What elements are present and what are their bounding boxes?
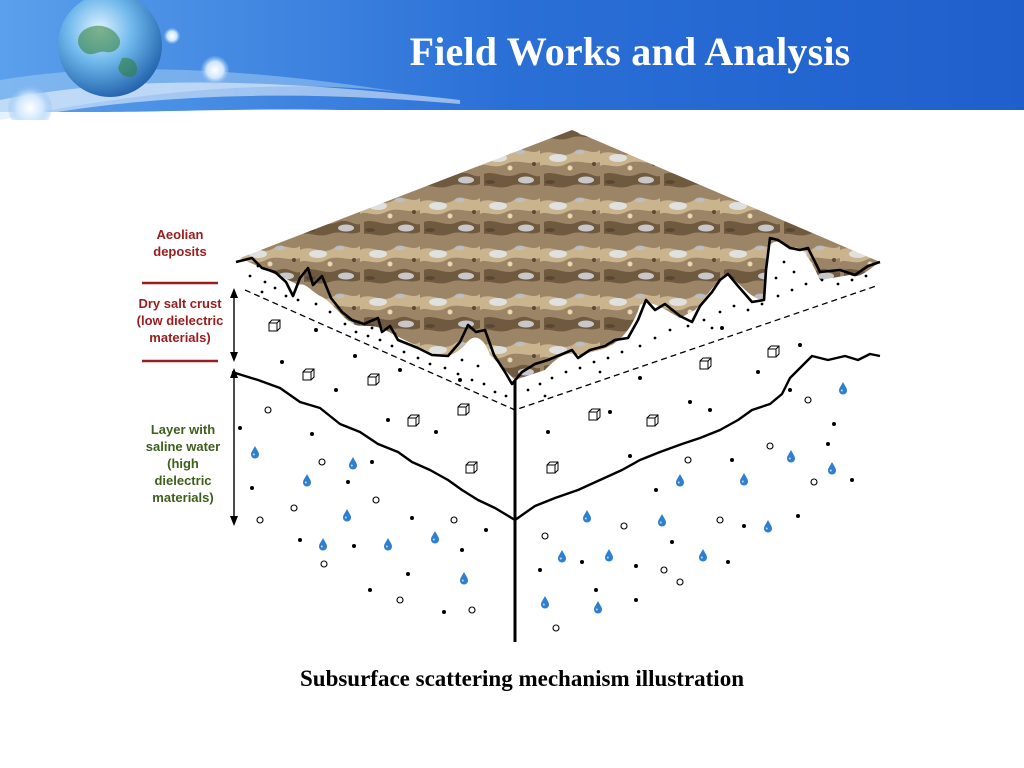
- saline-water-boundary: [231, 352, 881, 522]
- saline-thickness-arrow: [230, 368, 238, 526]
- saline-water-drops: [251, 382, 847, 614]
- layer-label-aeolian: Aeolian deposits: [153, 227, 207, 259]
- saline-layer-dots: [238, 388, 854, 614]
- globe-continents: [78, 25, 138, 77]
- orb-icon: [201, 56, 229, 84]
- slide-header-banner: [0, 0, 1024, 120]
- crust-thickness-arrow: [230, 288, 238, 362]
- orb-icon: [8, 86, 52, 120]
- figure-caption: Subsurface scattering mechanism illustra…: [299, 666, 744, 691]
- salt-crust-particles: [280, 326, 802, 434]
- aeolian-deposit-dots: [248, 260, 868, 398]
- saline-layer-bubbles: [256, 396, 818, 632]
- layer-label-saline-water: Layer with saline water (high dielectric…: [145, 422, 221, 505]
- slide-title: Field Works and Analysis: [409, 29, 851, 74]
- orb-icon: [164, 28, 180, 44]
- layer-label-dry-salt-crust: Dry salt crust (low dielectric materials…: [136, 296, 224, 345]
- surface-soil-photo: [240, 130, 880, 380]
- surface-profile-line: [235, 236, 881, 386]
